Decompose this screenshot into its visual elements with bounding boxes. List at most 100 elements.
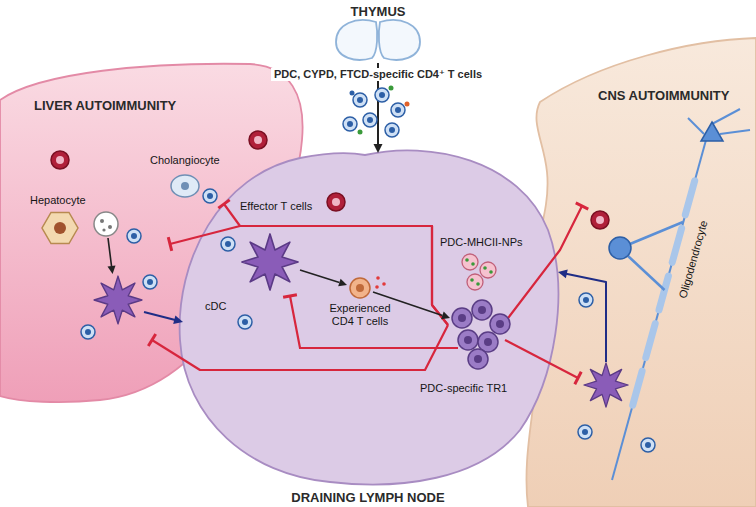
- t-cell: [391, 103, 405, 117]
- cell-population-label: PDC, CYPD, FTCD-specific CD4⁺ T cells: [271, 68, 485, 81]
- dendritic-cell: [94, 276, 142, 324]
- text-holder: LIVER AUTOIMMUNITY: [34, 96, 176, 114]
- text-holder: PDC-specific TR1: [420, 378, 507, 396]
- suppression-line: [505, 203, 588, 322]
- inhibition-bar: [576, 203, 589, 209]
- arrow-head: [374, 144, 383, 153]
- tr1-cell: [458, 330, 478, 350]
- cell-label: PDC-specific TR1: [420, 382, 507, 395]
- neuron-body: [701, 122, 723, 141]
- arrow-head: [108, 265, 116, 274]
- oligodendrocyte-process: [630, 222, 683, 244]
- suppression-line-path: [505, 340, 578, 378]
- t-cell: [343, 117, 357, 131]
- thymus-organ-shape: [336, 20, 420, 60]
- t-cell: [81, 325, 95, 339]
- text-holder: Effector T cells: [240, 196, 312, 214]
- inhibition-bar: [218, 200, 229, 208]
- myelin-segment: [685, 181, 694, 215]
- text-holder: THYMUS: [318, 2, 438, 20]
- text-holder: CNS AUTOIMMUNITY: [598, 86, 729, 104]
- organ-title: THYMUS: [351, 5, 406, 20]
- uptake-arrow: [108, 238, 112, 266]
- t-cell: [579, 293, 593, 307]
- cns-tissue-shape: [526, 38, 756, 507]
- nanoparticle: [480, 262, 496, 278]
- t-cell: [221, 237, 235, 251]
- suppression-line: [505, 340, 581, 384]
- inhibition-bar: [575, 372, 581, 384]
- suppression-line: [290, 296, 458, 348]
- antigen-transport-arrow: [144, 312, 183, 324]
- inhibition-bar: [148, 334, 155, 346]
- t-cell: [203, 189, 217, 203]
- dendrite: [720, 130, 750, 134]
- cell-label: Cholangiocyte: [150, 154, 220, 167]
- cell-label: PDC-MHCII-NPs: [440, 236, 523, 249]
- receptor-dot: [350, 91, 355, 96]
- t-cell: [641, 438, 655, 452]
- myelin-segment: [659, 276, 668, 310]
- text-holder: PDC-MHCII-NPs: [440, 232, 523, 250]
- cell-label: Hepatocyte: [30, 194, 86, 207]
- tr1-cell: [472, 300, 492, 320]
- priming-arrow: [300, 270, 339, 283]
- t-cell: [578, 425, 592, 439]
- dying-cell: [94, 212, 118, 236]
- antigen-transport-arrow-path: [144, 312, 176, 320]
- tr1-cell: [468, 349, 488, 369]
- cholangiocyte-nucleus: [181, 182, 189, 190]
- oligodendrocyte-process: [628, 256, 665, 290]
- inhibition-bar: [283, 295, 297, 298]
- t-cell: [385, 123, 399, 137]
- organ-title: CNS AUTOIMMUNITY: [598, 89, 729, 104]
- receptor-dot: [405, 102, 410, 107]
- suppression-line-path: [170, 226, 448, 325]
- suppression-line-path: [505, 206, 582, 322]
- hepatocyte-nucleus: [54, 222, 66, 234]
- migration-arrow: [374, 63, 383, 153]
- antigen-transport-arrow: [558, 269, 606, 362]
- thymus-organ: THYMUS: [318, 0, 438, 66]
- hepatocyte-cell: [42, 212, 78, 243]
- experienced-t-cell: [350, 278, 370, 298]
- effector-t-cell: [249, 131, 267, 149]
- t-cell: [353, 93, 367, 107]
- cytokine-dot: [375, 285, 379, 289]
- effector-t-cell: [591, 211, 609, 229]
- organ-title: LIVER AUTOIMMUNITY: [34, 99, 176, 114]
- dendrite: [688, 118, 704, 134]
- myelin-segment: [646, 324, 655, 358]
- arrow-head: [558, 269, 568, 278]
- t-cell: [127, 229, 141, 243]
- suppression-line-path: [224, 204, 448, 325]
- cytokine-dot: [376, 276, 380, 280]
- t-cell: [375, 88, 389, 102]
- myelin-segment: [633, 371, 642, 405]
- dendrite: [712, 109, 740, 124]
- arrow-head: [441, 312, 450, 320]
- effector-t-cell: [51, 151, 69, 169]
- cell-label: Experienced CD4 T cells: [318, 302, 402, 327]
- debris-dot: [108, 225, 112, 229]
- cell-label: cDC: [205, 300, 226, 313]
- migration-arrow-path: [377, 63, 379, 146]
- nanoparticle: [462, 254, 478, 270]
- text-holder: DRAINING LYMPH NODE: [176, 488, 560, 506]
- t-cell: [238, 315, 252, 329]
- cell-label: Effector T cells: [240, 200, 312, 213]
- organ-title: DRAINING LYMPH NODE: [291, 491, 444, 506]
- cell-nucleus: [356, 284, 364, 292]
- text-holder: Experienced CD4 T cells: [318, 302, 402, 329]
- tr1-cell: [490, 314, 510, 334]
- cytokine-dot: [382, 282, 386, 286]
- axon: [612, 140, 706, 480]
- receptor-dot: [358, 130, 363, 135]
- text-holder: cDC: [205, 296, 226, 314]
- conversion-arrow: [373, 292, 442, 315]
- dendritic-cell: [242, 234, 298, 290]
- dendritic-cell: [584, 363, 628, 407]
- receptor-dot: [389, 86, 394, 91]
